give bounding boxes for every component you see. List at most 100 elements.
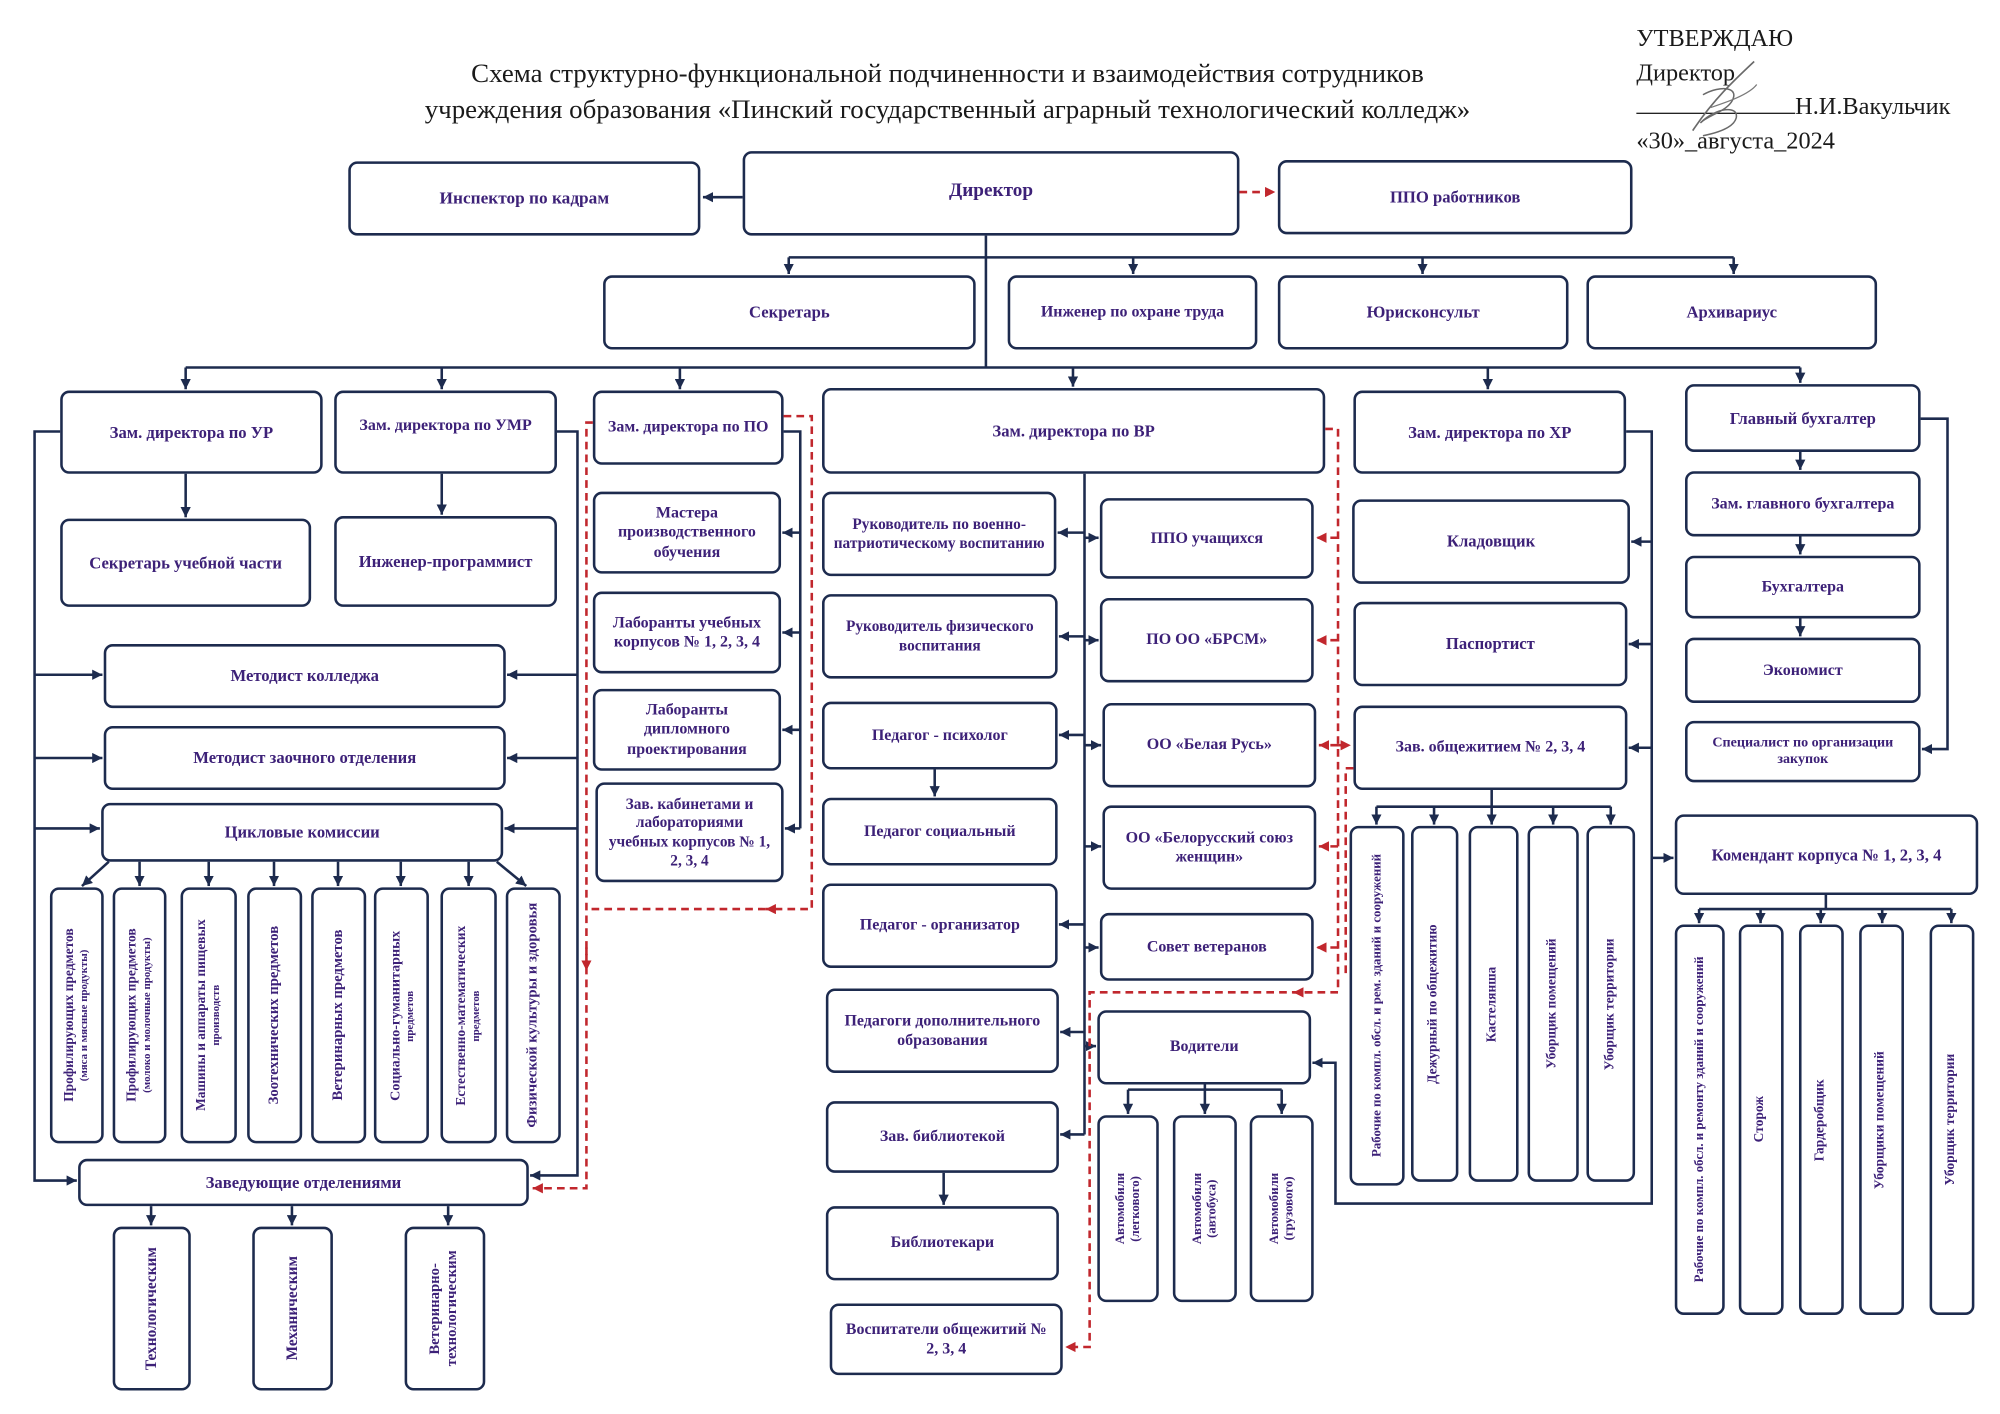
building-staff-label: Рабочие по компл. обсл. и ремонту зданий… <box>1692 956 1707 1283</box>
passport-officer-box: Паспортист <box>1353 601 1628 687</box>
diagram-title: Схема структурно-функциональной подчинен… <box>294 55 1600 127</box>
storekeeper-box: Кладовщик <box>1352 499 1630 584</box>
building-staff-label: Уборщик территории <box>1944 1053 1959 1186</box>
building-staff-box: Уборщик территории <box>1929 924 1975 1315</box>
legal-counsel-box: Юрисконсульт <box>1277 275 1569 350</box>
academic-secretary-box: Секретарь учебной части <box>60 518 312 607</box>
deputy-industrial-box: Зам. директора по ПО <box>592 390 784 465</box>
department-box: Технологическим <box>112 1226 191 1391</box>
secretary-box: Секретарь <box>603 275 976 350</box>
deputy-educational-box: Зам. директора по ВР <box>822 387 1326 474</box>
director-signature-icon <box>1692 60 1758 137</box>
approval-position: Директор <box>1636 59 1736 87</box>
commission-label: Естественно-математических <box>454 925 470 1106</box>
director-box: Директор <box>742 151 1240 236</box>
dorm-tutors-box: Воспитатели общежитий № 2, 3, 4 <box>829 1303 1063 1376</box>
commission-box: Зоотехнических предметов <box>247 887 303 1144</box>
commission-label: Социально-гуманитарных <box>387 930 403 1101</box>
social-pedagogue-box: Педагог социальный <box>822 797 1058 866</box>
belaya-rus-box: ОО «Белая Русь» <box>1102 702 1317 788</box>
hr-inspector-box: Инспектор по кадрам <box>348 161 701 236</box>
building-staff-label: Уборщики помещений <box>1873 1050 1888 1189</box>
correspondence-methodist-box: Методист заочного отделения <box>103 725 506 791</box>
classroom-heads-box: Зав. кабинетами и лабораториями учебных … <box>595 782 784 883</box>
deputy-economic-box: Зам. директора по ХР <box>1353 390 1627 474</box>
commission-sublabel: производств <box>209 984 222 1046</box>
department-label: Ветеринарно-технологическим <box>428 1250 461 1367</box>
womens-union-box: ОО «Белорусский союз женщин» <box>1102 805 1317 890</box>
college-methodist-box: Методист колледжа <box>103 644 506 709</box>
deputy-chief-accountant-box: Зам. главного бухгалтера <box>1685 471 1921 537</box>
building-commandant-box: Комендант корпуса № 1, 2, 3, 4 <box>1674 814 1979 896</box>
department-heads-box: Заведующие отделениями <box>78 1158 529 1207</box>
pedagogue-organizer-box: Педагог - организатор <box>822 883 1058 968</box>
dorm-worker-label: Рабочие по компл. обсл. и рем. зданий и … <box>1369 854 1384 1158</box>
commission-box: Ветеринарных предметов <box>311 887 367 1144</box>
commission-label: Профилирующих предметов <box>63 928 78 1103</box>
building-staff-label: Гардеробщик <box>1813 1078 1828 1161</box>
veterans-council-box: Совет ветеранов <box>1099 912 1314 981</box>
psychologist-box: Педагог - психолог <box>822 701 1058 770</box>
department-label: Механическим <box>282 1256 301 1361</box>
dorm-worker-label: Кастелянша <box>1485 966 1500 1042</box>
approval-block: УТВЕРЖДАЮ Директор Н.И.Вакульчик «30»_ав… <box>1636 23 1995 159</box>
drivers-box: Водители <box>1097 1010 1312 1085</box>
dorm-worker-label: Дежурный по общежитию <box>1426 924 1442 1084</box>
physical-education-head-box: Руководитель физического воспитания <box>822 594 1058 679</box>
diagram-title-line-2: учреждения образования «Пинский государс… <box>424 93 1471 125</box>
commission-label: Профилирующих предметов <box>125 928 140 1103</box>
dorm-worker-box: Рабочие по компл. обсл. и рем. зданий и … <box>1349 825 1405 1186</box>
commission-sublabel: предметов <box>402 989 416 1041</box>
additional-education-box: Педагоги дополнительного образования <box>825 988 1059 1073</box>
student-trade-union-box: ППО учащихся <box>1099 498 1314 579</box>
vehicle-sublabel: (автобуса) <box>1204 1179 1219 1238</box>
industrial-masters-box: Мастера производственного обучения <box>592 491 782 574</box>
dorm-worker-box: Уборщик территории <box>1586 825 1636 1182</box>
approval-date: «30»_августа_2024 <box>1636 127 1835 155</box>
department-box: Ветеринарно-технологическим <box>404 1226 486 1391</box>
lab-assistants-buildings-box: Лаборанты учебных корпусов № 1, 2, 3, 4 <box>592 591 782 674</box>
commission-label: Машины и аппараты пищевых <box>195 919 210 1112</box>
vehicle-box: Автомобили(автобуса) <box>1172 1115 1237 1303</box>
commission-box: Физической культуры и здоровья <box>505 887 561 1144</box>
vehicle-sublabel: (легкового) <box>1128 1175 1143 1242</box>
deputy-methodical-box: Зам. директора по УМР <box>334 390 557 474</box>
approval-heading: УТВЕРЖДАЮ <box>1636 25 1794 53</box>
commission-sublabel: предметов <box>469 989 482 1041</box>
dorm-worker-box: Кастелянша <box>1468 825 1519 1182</box>
brsm-box: ПО ОО «БРСМ» <box>1099 597 1314 683</box>
commission-label: Ветеринарных предметов <box>330 929 346 1101</box>
commission-sublabel: (молоко и молочные продукты) <box>140 937 153 1094</box>
software-engineer-box: Инженер-программист <box>334 516 557 607</box>
department-label: Технологическим <box>141 1247 160 1371</box>
dorm-head-box: Зав. общежитием № 2, 3, 4 <box>1353 705 1628 791</box>
economist-box: Экономист <box>1685 637 1921 703</box>
library-head-box: Зав. библиотекой <box>825 1101 1059 1173</box>
vehicle-label: Автомобили <box>1266 1172 1282 1245</box>
building-staff-box: Уборщики помещений <box>1859 924 1904 1315</box>
dorm-worker-label: Уборщик помещений <box>1545 938 1560 1069</box>
vehicle-sublabel: (грузового) <box>1281 1176 1296 1241</box>
approver-name: Н.И.Вакульчик <box>1795 93 1951 121</box>
commission-label: Зоотехнических предметов <box>266 926 282 1105</box>
commission-box: Профилирующих предметов(мяса и мясные пр… <box>49 887 104 1144</box>
building-staff-box: Рабочие по компл. обсл. и ремонту зданий… <box>1674 924 1725 1315</box>
lab-assistants-diploma-box: Лаборанты дипломного проектирования <box>592 688 782 771</box>
commission-sublabel: (мяса и мясные продукты) <box>77 949 91 1082</box>
vehicle-box: Автомобили(грузового) <box>1249 1115 1314 1303</box>
dorm-worker-box: Уборщик помещений <box>1527 825 1579 1182</box>
building-staff-label: Сторож <box>1753 1096 1768 1143</box>
chief-accountant-box: Главный бухгалтер <box>1685 384 1921 452</box>
accountants-box: Бухгалтера <box>1685 555 1921 619</box>
procurement-specialist-box: Специалист по организации закупок <box>1685 720 1921 783</box>
building-staff-box: Сторож <box>1738 924 1784 1315</box>
cycle-commissions-box: Цикловые комиссии <box>101 802 504 862</box>
vehicle-label: Автомобили <box>1113 1172 1128 1245</box>
vehicle-label: Автомобили <box>1190 1172 1205 1245</box>
commission-label: Физической культуры и здоровья <box>524 902 541 1128</box>
military-patriotic-head-box: Руководитель по военно-патриотическому в… <box>822 491 1057 577</box>
dorm-worker-label: Уборщик территории <box>1603 937 1618 1070</box>
staff-trade-union-box: ППО работников <box>1277 160 1633 235</box>
